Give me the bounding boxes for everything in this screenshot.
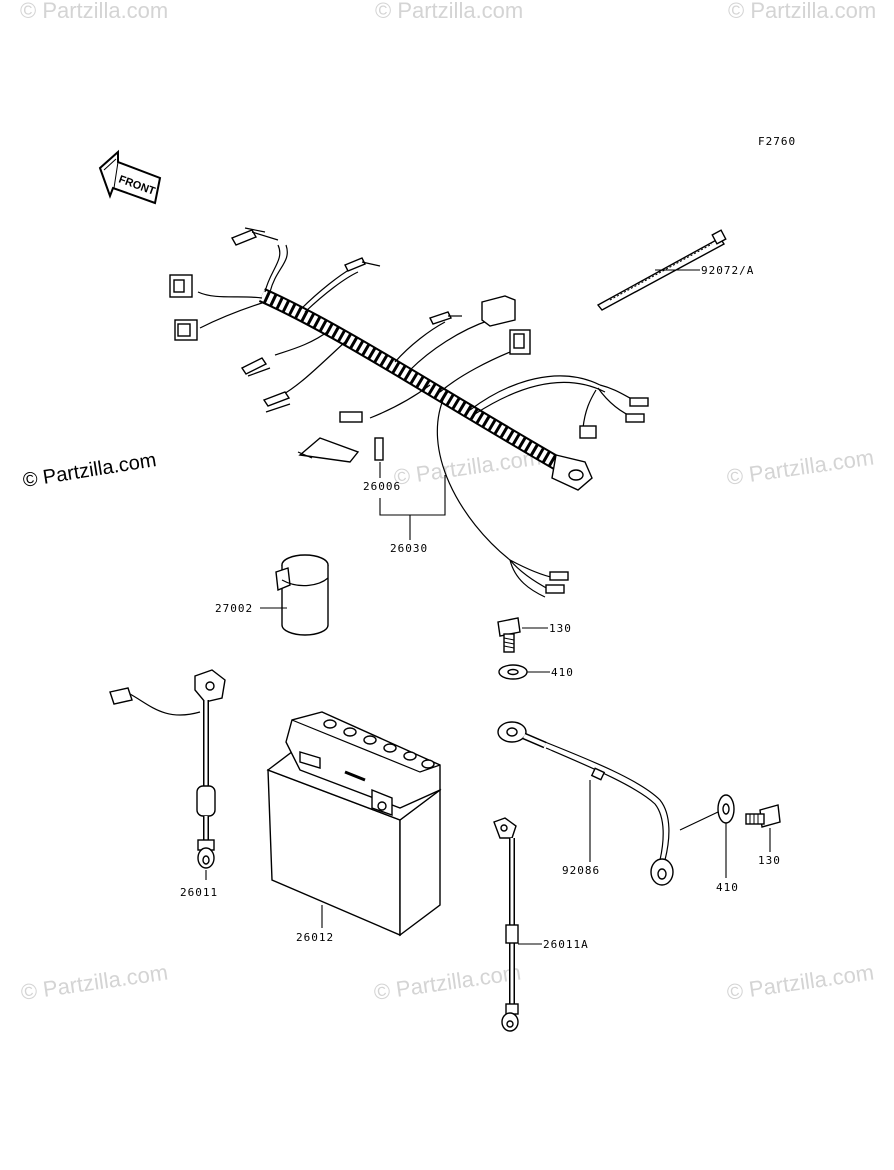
battery-cable [493,817,519,1032]
washer [717,794,735,824]
leader-line [679,811,719,831]
part-label-26012: 26012 [296,931,334,944]
bolt [745,804,781,828]
front-arrow-icon: FRONT [98,149,162,205]
relay [275,554,329,636]
watermark: © Partzilla.com [20,0,168,23]
bolt [497,617,521,653]
part-label-26011: 26011 [180,886,218,899]
part-label-92086: 92086 [562,864,600,877]
main-wiring-harness [169,227,649,598]
watermark: © Partzilla.com [375,0,523,23]
battery-cable [109,669,226,869]
part-label-130-top: 130 [549,622,572,635]
watermark: © Partzilla.com [372,960,522,1005]
watermarks: © Partzilla.com © Partzilla.com © Partzi… [19,0,876,1005]
fuse [374,437,384,461]
part-label-26006: 26006 [363,480,401,493]
watermark: © Partzilla.com [728,0,876,23]
part-label-92072a: 92072/A [701,264,754,277]
cable-tie [596,229,727,311]
part-label-26011a: 26011A [543,938,589,951]
copyright-watermark: © Partzilla.com [21,449,158,492]
part-label-410-top: 410 [551,666,574,679]
part-label-26030: 26030 [390,542,428,555]
watermark: © Partzilla.com [19,960,169,1005]
watermark: © Partzilla.com [725,445,875,490]
part-label-410-bottom: 410 [716,881,739,894]
leader-bracket [379,475,446,516]
battery [266,711,442,937]
part-label-130-bottom: 130 [758,854,781,867]
diagram-code: F2760 [758,135,796,148]
watermark: © Partzilla.com [392,445,542,490]
part-label-27002: 27002 [215,602,253,615]
washer [498,664,528,680]
ground-cable [497,721,674,886]
watermark: © Partzilla.com [725,960,875,1005]
